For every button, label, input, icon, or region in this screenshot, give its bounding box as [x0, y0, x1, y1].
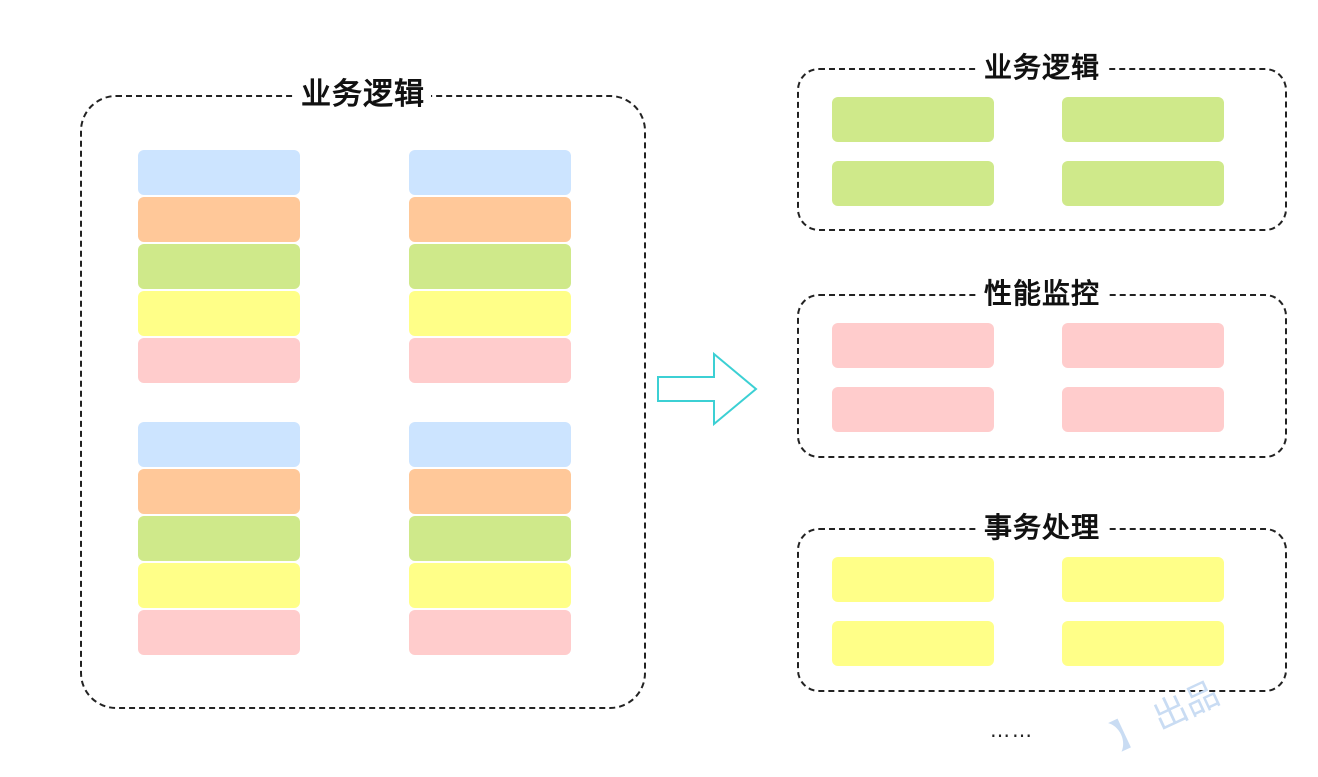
ellipsis: ……: [990, 718, 1034, 742]
right-arrow-icon: [657, 351, 758, 427]
left-business-logic-group: 业务逻辑: [80, 75, 646, 709]
right-block: [1062, 161, 1224, 206]
right-group-business-logic: 业务逻辑: [797, 50, 1287, 231]
right-group-performance-monitoring: 性能监控: [797, 276, 1287, 458]
logic-block: [409, 338, 571, 383]
logic-block: [409, 150, 571, 195]
right-block: [832, 557, 994, 602]
logic-block: [138, 291, 300, 336]
logic-block: [409, 197, 571, 242]
right-block: [1062, 557, 1224, 602]
right-block: [832, 621, 994, 666]
stack-bottom-right: [409, 422, 571, 657]
right-group-title-3: 事务处理: [977, 510, 1107, 546]
right-block: [832, 97, 994, 142]
logic-block: [409, 610, 571, 655]
logic-block: [409, 291, 571, 336]
right-group-transaction-processing: 事务处理: [797, 510, 1287, 692]
right-block: [1062, 323, 1224, 368]
logic-block: [138, 469, 300, 514]
logic-block: [138, 244, 300, 289]
logic-block: [409, 563, 571, 608]
right-group-title-1: 业务逻辑: [977, 50, 1107, 86]
logic-block: [138, 610, 300, 655]
logic-block: [138, 516, 300, 561]
logic-block: [138, 150, 300, 195]
logic-block: [409, 516, 571, 561]
right-block: [832, 161, 994, 206]
right-group-title-2: 性能监控: [977, 276, 1107, 312]
logic-block: [138, 338, 300, 383]
right-block: [832, 323, 994, 368]
logic-block: [409, 422, 571, 467]
stack-bottom-left: [138, 422, 300, 657]
logic-block: [138, 563, 300, 608]
logic-block: [409, 469, 571, 514]
stack-top-left: [138, 150, 300, 385]
logic-block: [138, 422, 300, 467]
right-block: [1062, 621, 1224, 666]
left-group-title: 业务逻辑: [295, 75, 431, 115]
right-block: [832, 387, 994, 432]
logic-block: [409, 244, 571, 289]
right-block: [1062, 387, 1224, 432]
right-block: [1062, 97, 1224, 142]
stack-top-right: [409, 150, 571, 385]
logic-block: [138, 197, 300, 242]
